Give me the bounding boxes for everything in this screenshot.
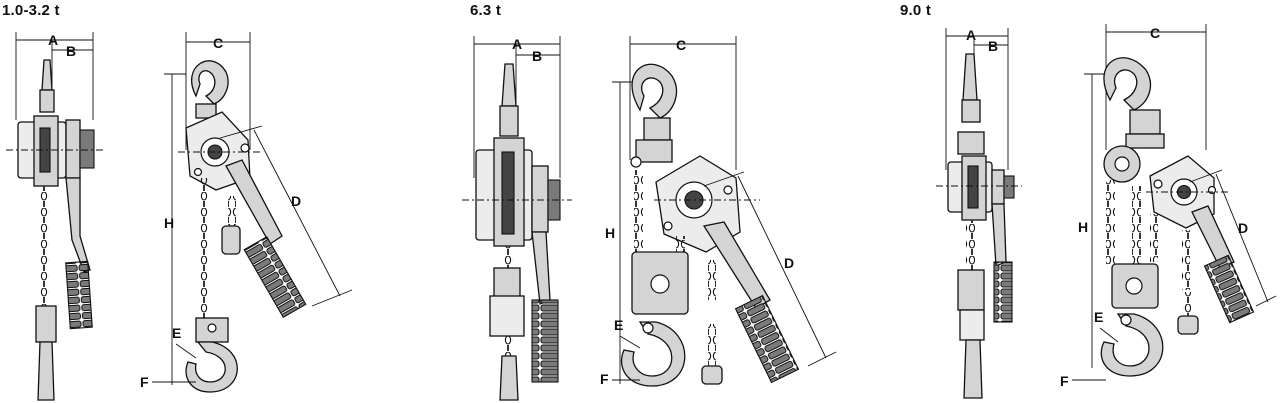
dim-label-b: B bbox=[66, 43, 76, 59]
dim-label-b-3: B bbox=[988, 38, 998, 54]
hoist-small-side-view: C H D bbox=[140, 32, 353, 393]
caption-1-0-3-2t: 1.0-3.2 t bbox=[2, 2, 60, 19]
hoist-large-side-view: C H D bbox=[1060, 24, 1277, 389]
dim-label-d: D bbox=[291, 193, 301, 209]
dim-label-f-3: F bbox=[1060, 373, 1069, 389]
dim-label-h-2: H bbox=[605, 225, 615, 241]
dim-label-c-2: C bbox=[676, 37, 686, 53]
hoist-small-front-view: A B bbox=[6, 32, 104, 401]
dim-label-a-2: A bbox=[512, 36, 522, 52]
dim-label-b-2: B bbox=[532, 48, 542, 64]
dim-label-d-3: D bbox=[1238, 220, 1248, 236]
dim-label-f-2: F bbox=[600, 371, 609, 387]
dim-label-a: A bbox=[48, 32, 58, 48]
dim-label-d-2: D bbox=[784, 255, 794, 271]
dim-label-h: H bbox=[164, 215, 174, 231]
dim-label-c-3: C bbox=[1150, 25, 1160, 41]
dim-label-a-3: A bbox=[966, 27, 976, 43]
hoist-large-front-view: A B bbox=[936, 27, 1022, 399]
dim-label-f: F bbox=[140, 374, 149, 390]
dim-label-h-3: H bbox=[1078, 219, 1088, 235]
dim-label-e: E bbox=[172, 325, 181, 341]
caption-6-3t: 6.3 t bbox=[470, 2, 502, 19]
dim-label-c: C bbox=[213, 35, 223, 51]
caption-9-0t: 9.0 t bbox=[900, 2, 932, 19]
dim-label-e-2: E bbox=[614, 317, 623, 333]
hoist-medium-side-view: C H D bbox=[600, 36, 837, 387]
dim-label-e-3: E bbox=[1094, 309, 1103, 325]
hoist-medium-front-view: A B bbox=[462, 36, 572, 401]
